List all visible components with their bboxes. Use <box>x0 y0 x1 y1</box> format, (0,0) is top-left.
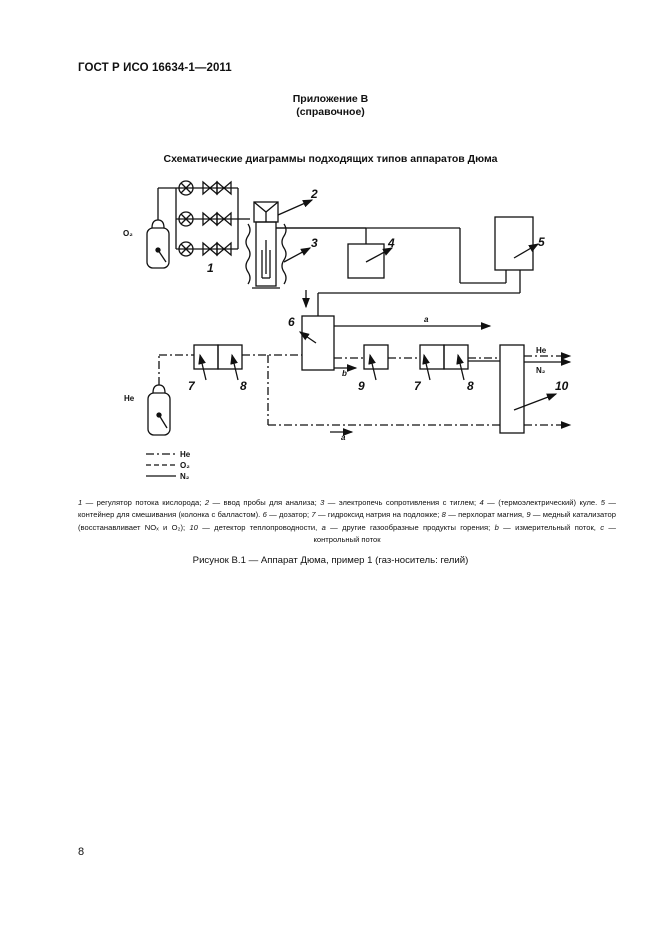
legend-item: 10 — детектор теплопроводности, <box>189 522 318 532</box>
label-1: 1 <box>207 261 214 275</box>
coulometer-box <box>347 243 385 279</box>
annex-title: Приложение В <box>292 93 369 105</box>
legend-item: a — другие газообразные продукты горения… <box>321 522 491 532</box>
figure-heading: Схематические диаграммы подходящих типов… <box>163 153 498 165</box>
legend-item: c — контрольный поток <box>313 522 616 545</box>
page-number: 8 <box>78 846 85 858</box>
label-he-out: He <box>536 346 547 355</box>
legend-item: 4 — (термоэлектрический) куле. <box>479 498 598 507</box>
doser-box <box>301 315 335 371</box>
label-3: 3 <box>311 236 318 250</box>
label-8a: 8 <box>240 379 247 393</box>
legend-item: 6 — дозатор; <box>262 510 310 520</box>
dumas-apparatus-diagram: 2 3 1 4 5 6 7 8 9 7 8 10 O₂ He He N₂ He … <box>123 180 572 481</box>
legend-item: 3 — электропечь сопротивления с тиглем; <box>320 498 477 507</box>
label-7a: 7 <box>188 379 196 393</box>
label-flow-b: b <box>342 369 347 378</box>
label-flow-a-top: a <box>424 315 429 324</box>
furnace <box>245 221 287 289</box>
flow-regulator-icons <box>178 180 194 257</box>
label-9: 9 <box>358 379 365 393</box>
label-6: 6 <box>288 315 295 329</box>
sample-inlet <box>253 201 279 223</box>
label-n2-out: N₂ <box>536 366 546 375</box>
label-o2: O₂ <box>123 229 133 238</box>
legend-item: 7 — гидроксид натрия на подложке; <box>311 510 440 520</box>
mixing-container-box <box>494 216 534 271</box>
annex-subtitle: (справочное) <box>296 106 365 118</box>
figure-caption: Рисунок В.1 — Аппарат Дюма, пример 1 (га… <box>192 555 469 566</box>
valve-icons <box>202 180 232 257</box>
label-he-cylinder: He <box>124 394 135 403</box>
label-8b: 8 <box>467 379 474 393</box>
legend-item: 1 — регулятор потока кислорода; <box>78 498 202 507</box>
legend-line-n2: N₂ <box>180 472 190 481</box>
standard-designation: ГОСТ Р ИСО 16634-1—2011 <box>78 62 232 74</box>
legend-item: b — измерительный поток, <box>494 522 596 532</box>
legend-item: 9 — медный катализатор (восстанавливает … <box>78 510 616 532</box>
oxygen-cylinder <box>146 188 170 269</box>
figure-legend: 1 — регулятор потока кислорода; 2 — ввод… <box>78 497 616 547</box>
helium-cylinder <box>147 354 194 436</box>
label-10: 10 <box>555 379 569 393</box>
thermal-detector-box <box>499 344 525 434</box>
legend-line-he: He <box>180 450 191 459</box>
legend-line-o2: O₂ <box>180 461 190 470</box>
label-2: 2 <box>310 187 318 201</box>
label-5: 5 <box>538 235 545 249</box>
label-7b: 7 <box>414 379 422 393</box>
legend-item: 5 — контейнер для смешивания (колонка с … <box>78 498 616 520</box>
legend-item: 2 — ввод пробы для анализа; <box>204 498 317 507</box>
legend-item: 8 — перхлорат магния, <box>441 510 525 520</box>
label-4: 4 <box>387 236 395 250</box>
label-flow-a-bottom: a <box>341 433 346 442</box>
